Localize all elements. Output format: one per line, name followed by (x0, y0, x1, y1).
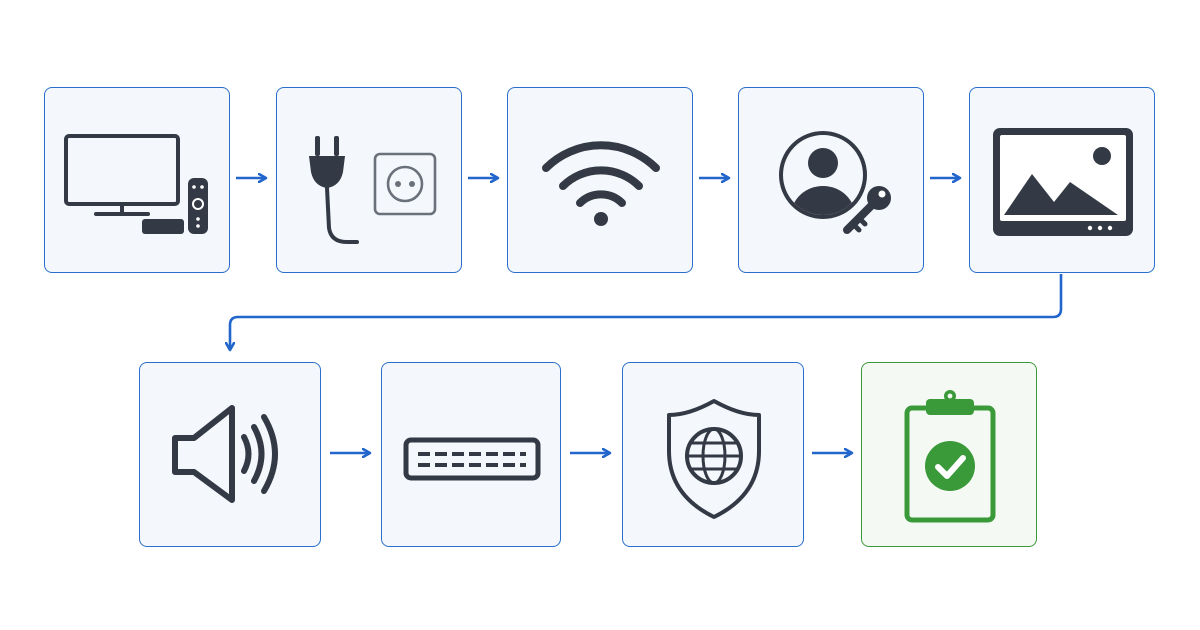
step-remote-input (381, 362, 561, 547)
arrow-5-6 (230, 274, 1063, 350)
step-power (276, 87, 462, 273)
speaker-icon (172, 405, 278, 503)
step-tv-setup (44, 87, 230, 273)
step-complete (861, 362, 1037, 547)
keyboard-icon (403, 437, 541, 481)
step-display (969, 87, 1155, 273)
picture-screen-icon (993, 128, 1133, 236)
user-key-icon (779, 131, 891, 234)
plug-and-outlet-icon (309, 136, 437, 244)
step-account (738, 87, 924, 273)
step-security (622, 362, 804, 547)
wifi-icon (542, 141, 660, 226)
shield-globe-icon (667, 399, 761, 519)
step-audio (139, 362, 321, 547)
tv-with-streaming-box-icon (64, 134, 208, 234)
step-wifi (507, 87, 693, 273)
clipboard-check-icon (904, 390, 996, 523)
